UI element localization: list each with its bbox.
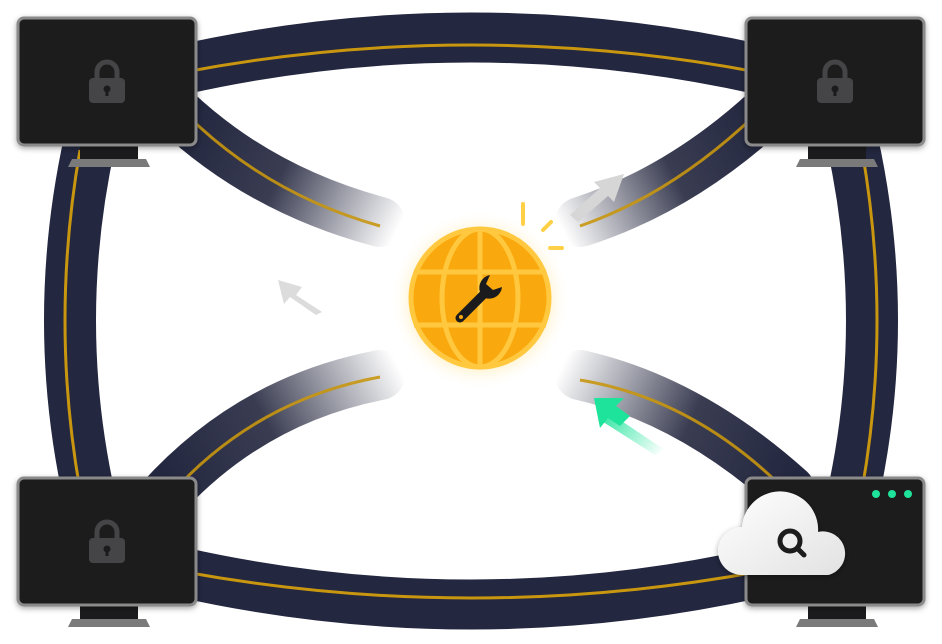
arrow-active <box>594 398 665 455</box>
lock-icon <box>817 59 853 103</box>
arm-top-left <box>150 85 405 247</box>
monitor-bottom-left[interactable] <box>16 476 198 627</box>
arrow-inactive-left <box>278 280 322 315</box>
monitor-top-right[interactable] <box>744 16 926 167</box>
status-dots <box>872 490 912 498</box>
connection-arms <box>135 85 815 525</box>
wrench-icon <box>455 275 502 323</box>
arm-bottom-right <box>555 350 815 515</box>
lock-icon <box>89 59 125 103</box>
arm-bottom-left <box>135 350 405 525</box>
connection-ring <box>44 12 898 630</box>
cloud-search-icon <box>718 491 846 575</box>
monitor-top-left[interactable] <box>16 16 198 167</box>
lock-icon <box>89 519 125 563</box>
search-icon <box>777 528 807 558</box>
arm-top-right <box>555 85 792 247</box>
globe-wrench-icon <box>390 210 570 390</box>
arrow-inactive-right <box>570 174 624 222</box>
